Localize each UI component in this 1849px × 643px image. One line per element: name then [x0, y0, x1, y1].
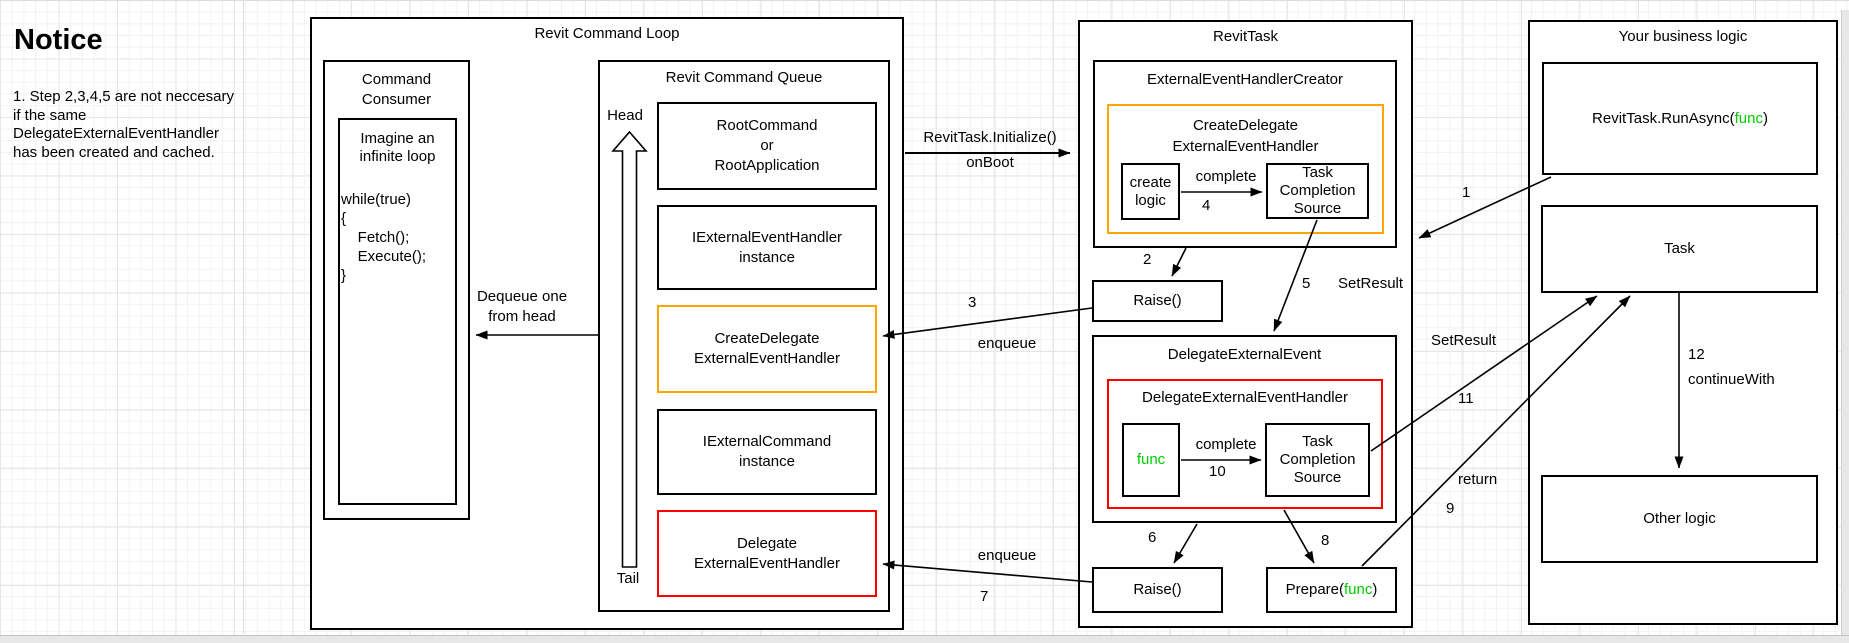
edge-label-4-complete: complete: [1195, 168, 1257, 185]
edge-label-9: 9: [1446, 500, 1455, 517]
edge-label-9-return: return: [1458, 471, 1498, 488]
other-logic-box[interactable]: Other logic: [1541, 475, 1818, 563]
edge-label-7: 7: [980, 588, 989, 605]
tcs-box-top[interactable]: Task Completion Source: [1266, 163, 1369, 219]
prepare-func: func: [1344, 581, 1373, 598]
tcs-label: Task Completion Source: [1279, 433, 1356, 486]
canvas-right-margin: [1841, 10, 1849, 635]
page-edge-left: [243, 0, 244, 634]
edge-label-1: 1: [1462, 184, 1471, 201]
prepare-suffix: ): [1372, 581, 1378, 598]
runasync-suffix: ): [1762, 109, 1768, 127]
queue-head-label: Head: [607, 107, 643, 124]
raise-box-top[interactable]: Raise(): [1092, 280, 1223, 322]
queue-tail-label: Tail: [616, 570, 640, 587]
runasync-prefix: RevitTask.RunAsync(: [1592, 109, 1735, 127]
notice-title: Notice: [14, 24, 103, 56]
raise-box-bottom[interactable]: Raise(): [1092, 567, 1223, 613]
runasync-func: func: [1734, 109, 1763, 127]
edge-label-10: 10: [1209, 463, 1226, 480]
edge-label-5: 5: [1302, 275, 1311, 292]
delegateexternaleventhandler-title: DelegateExternalEventHandler: [1142, 389, 1348, 406]
queue-item-createdelegate[interactable]: CreateDelegate ExternalEventHandler: [657, 305, 877, 393]
delegateexternalevent-title: DelegateExternalEvent: [1167, 346, 1322, 363]
prepare-prefix: Prepare(: [1285, 581, 1344, 598]
edge-label-6: 6: [1148, 529, 1157, 546]
notice-body: 1. Step 2,3,4,5 are not neccesary if the…: [13, 88, 234, 161]
edge-label-10-complete: complete: [1195, 436, 1257, 453]
queue-item-iexternaleventhandler[interactable]: IExternalEventHandler instance: [657, 205, 877, 290]
externaleventhandlercreator-title: ExternalEventHandlerCreator: [1147, 71, 1343, 88]
queue-item-label: IExternalCommand instance: [702, 433, 832, 470]
edge-label-11-setresult: SetResult: [1431, 332, 1497, 349]
raise-label: Raise(): [1133, 581, 1182, 598]
edge-label-3-enqueue: enqueue: [977, 335, 1037, 352]
consumer-loop-box[interactable]: [338, 118, 457, 505]
consumer-code: while(true) { Fetch(); Execute(); }: [341, 191, 427, 284]
revittask-title: RevitTask: [1212, 28, 1279, 45]
edge-label-7-enqueue: enqueue: [977, 547, 1037, 564]
edge-label-4: 4: [1202, 197, 1211, 214]
edge-7-enqueue: [882, 560, 1093, 583]
create-logic-label: create logic: [1129, 173, 1172, 209]
queue-item-label: RootCommand or RootApplication: [714, 117, 820, 174]
dequeue-label: Dequeue one from head: [476, 288, 568, 325]
queue-item-rootcommand[interactable]: RootCommand or RootApplication: [657, 102, 877, 190]
edge-label-12: 12: [1688, 346, 1705, 363]
tcs-box-bottom[interactable]: Task Completion Source: [1265, 423, 1370, 497]
revit-command-queue-title: Revit Command Queue: [665, 69, 823, 86]
task-box[interactable]: Task: [1541, 205, 1818, 293]
edge-label-8: 8: [1321, 532, 1330, 549]
consumer-intro: Imagine an infinite loop: [359, 130, 436, 165]
window-edge: [0, 0, 1849, 1]
task-label: Task: [1664, 240, 1695, 257]
edge-initialize-sublabel: onBoot: [966, 154, 1014, 171]
createdelegate-handler-title: CreateDelegate ExternalEventHandler: [1172, 117, 1319, 155]
func-label: func: [1136, 451, 1166, 468]
edge-label-5-setresult: SetResult: [1338, 275, 1404, 292]
edge-label-12-continuewith: continueWith: [1688, 371, 1775, 388]
create-logic-box[interactable]: create logic: [1121, 163, 1180, 220]
command-consumer-title: Command Consumer: [361, 71, 432, 108]
queue-item-label: IExternalEventHandler instance: [691, 228, 843, 266]
queue-item-label: Delegate ExternalEventHandler: [694, 534, 840, 572]
edge-label-3: 3: [968, 294, 977, 311]
edge-label-11: 11: [1458, 390, 1474, 407]
tcs-label: Task Completion Source: [1279, 164, 1356, 217]
canvas-bottom-margin: [0, 635, 1849, 643]
revit-command-loop-title: Revit Command Loop: [534, 25, 680, 42]
func-box[interactable]: func: [1122, 423, 1180, 497]
edge-label-2: 2: [1143, 251, 1152, 268]
queue-item-iexternalcommand[interactable]: IExternalCommand instance: [657, 409, 877, 495]
queue-item-delegatehandler[interactable]: Delegate ExternalEventHandler: [657, 510, 877, 597]
runasync-box[interactable]: RevitTask.RunAsync(func): [1542, 62, 1818, 175]
prepare-box[interactable]: Prepare(func): [1266, 567, 1397, 613]
business-logic-title: Your business logic: [1618, 28, 1748, 45]
queue-item-label: CreateDelegate ExternalEventHandler: [694, 330, 840, 367]
edge-3-enqueue: [882, 307, 1093, 339]
other-logic-label: Other logic: [1643, 510, 1716, 527]
raise-label: Raise(): [1133, 292, 1182, 309]
edge-initialize-label: RevitTask.Initialize(): [923, 129, 1057, 146]
